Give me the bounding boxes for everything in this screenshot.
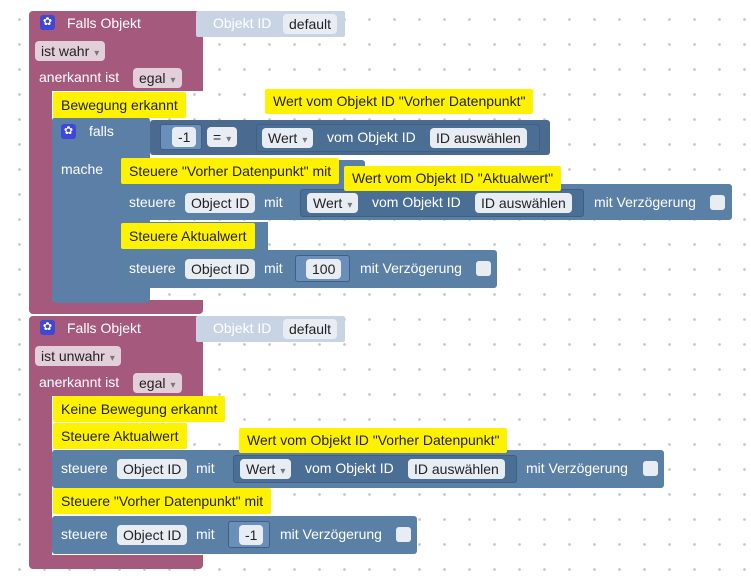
delay-label: mit Verzögerung: [360, 260, 462, 276]
ack-label: anerkannt ist: [39, 69, 120, 85]
comment-bewegung-erkannt[interactable]: Bewegung erkannt: [53, 92, 186, 118]
mit-label: mit: [196, 460, 215, 476]
object-id-label: Objekt ID: [213, 320, 272, 336]
trigger-block-1-spine: [29, 88, 52, 306]
vom-objekt-id-label: vom Objekt ID: [305, 460, 394, 476]
vom-objekt-id-label: vom Objekt ID: [327, 129, 416, 145]
checkbox-icon[interactable]: [476, 261, 491, 276]
delay-label: mit Verzögerung: [594, 194, 696, 210]
mache-label: mache: [61, 161, 104, 177]
comment-steuere-aktualwert[interactable]: Steuere Aktualwert: [53, 423, 187, 449]
comment-steuere-vorher[interactable]: Steuere "Vorher Datenpunkt" mit: [121, 158, 340, 184]
comment-wert-vorher[interactable]: Wert vom Objekt ID "Vorher Datenpunkt": [265, 89, 534, 114]
object-id-label: Objekt ID: [213, 15, 272, 31]
trigger-title: Falls Objekt: [67, 320, 141, 336]
object-id-value[interactable]: default: [283, 14, 338, 34]
object-id-select[interactable]: Object ID: [185, 193, 256, 213]
comment-wert-vorher[interactable]: Wert vom Objekt ID "Vorher Datenpunkt": [239, 428, 508, 453]
ack-dropdown[interactable]: egal: [133, 373, 182, 393]
comment-wert-aktualwert[interactable]: Wert vom Objekt ID "Aktualwert": [344, 166, 562, 191]
ack-label: anerkannt ist: [39, 374, 120, 390]
compare-left-value[interactable]: -1: [172, 127, 197, 147]
condition-dropdown[interactable]: ist unwahr: [35, 346, 121, 366]
mit-label: mit: [196, 526, 215, 542]
id-select-button[interactable]: ID auswählen: [475, 193, 572, 213]
object-id-value[interactable]: default: [283, 319, 338, 339]
falls-label: falls: [89, 123, 114, 139]
id-select-button[interactable]: ID auswählen: [430, 128, 527, 148]
wert-dropdown[interactable]: Wert: [240, 459, 292, 479]
mit-label: mit: [264, 260, 283, 276]
steuere-label: steuere: [129, 194, 176, 210]
steuere-label: steuere: [61, 460, 108, 476]
object-id-select[interactable]: Object ID: [117, 459, 188, 479]
object-id-select[interactable]: Object ID: [117, 525, 188, 545]
number-value[interactable]: -1: [239, 525, 264, 545]
trigger-title: Falls Objekt: [67, 15, 141, 31]
compare-operator-dropdown[interactable]: =: [207, 127, 238, 147]
delay-label: mit Verzögerung: [280, 526, 382, 542]
gear-icon[interactable]: ✿: [40, 15, 55, 30]
number-value[interactable]: 100: [306, 259, 342, 279]
id-select-button[interactable]: ID auswählen: [408, 459, 505, 479]
checkbox-icon[interactable]: [396, 527, 411, 542]
condition-dropdown[interactable]: ist wahr: [35, 41, 106, 61]
trigger-block-2-spine: [29, 392, 52, 562]
trigger-block-2-footer: [29, 555, 203, 569]
wert-dropdown[interactable]: Wert: [262, 128, 314, 148]
gear-icon[interactable]: ✿: [40, 320, 55, 335]
trigger-block-1-footer: [29, 300, 203, 314]
wert-dropdown[interactable]: Wert: [307, 193, 359, 213]
gear-icon[interactable]: ✿: [61, 124, 76, 139]
ack-dropdown[interactable]: egal: [133, 68, 182, 88]
comment-keine-bewegung[interactable]: Keine Bewegung erkannt: [53, 396, 226, 422]
checkbox-icon[interactable]: [643, 461, 658, 476]
delay-label: mit Verzögerung: [526, 460, 628, 476]
steuere-label: steuere: [61, 526, 108, 542]
comment-steuere-vorher[interactable]: Steuere "Vorher Datenpunkt" mit: [53, 488, 272, 514]
checkbox-icon[interactable]: [710, 195, 725, 210]
object-id-select[interactable]: Object ID: [185, 259, 256, 279]
mit-label: mit: [264, 194, 283, 210]
steuere-label: steuere: [129, 260, 176, 276]
vom-objekt-id-label: vom Objekt ID: [372, 194, 461, 210]
comment-steuere-aktualwert[interactable]: Steuere Aktualwert: [121, 223, 255, 249]
